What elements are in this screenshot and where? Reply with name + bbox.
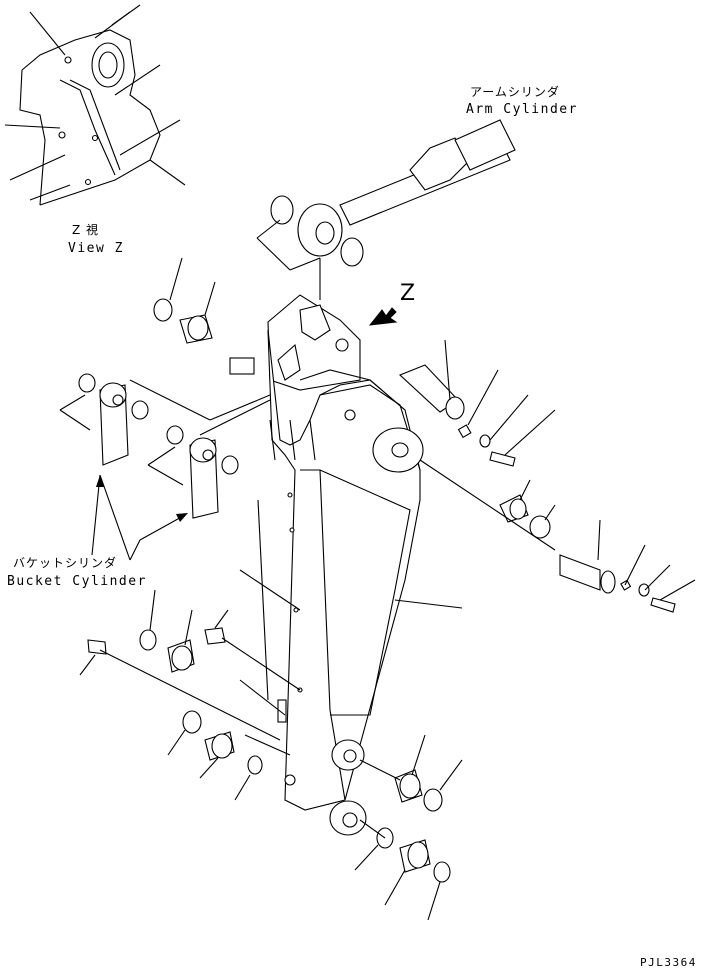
arm-body xyxy=(229,294,463,836)
bucket-cylinder-label-jp: バケットシリンダ xyxy=(13,556,118,570)
lower-right-hardware xyxy=(354,734,463,921)
view-z-arrow xyxy=(368,307,398,326)
upper-bushings xyxy=(153,257,216,344)
drawing-number: PJL3364 xyxy=(640,956,697,969)
view-z-label: View Z xyxy=(68,241,124,256)
bucket-cylinder-label: Bucket Cylinder xyxy=(7,574,147,589)
upper-pin-group xyxy=(398,339,696,613)
lower-left-hardware xyxy=(79,589,301,801)
arm-cylinder xyxy=(256,119,516,300)
bucket-cylinders xyxy=(59,373,271,561)
view-z-label-jp: Z 視 xyxy=(72,223,100,237)
arm-cylinder-label: Arm Cylinder xyxy=(466,102,578,117)
z-marker-label: Z xyxy=(400,281,417,306)
arm-cylinder-label-jp: アームシリンダ xyxy=(470,85,560,99)
view-z-inset xyxy=(4,4,186,206)
